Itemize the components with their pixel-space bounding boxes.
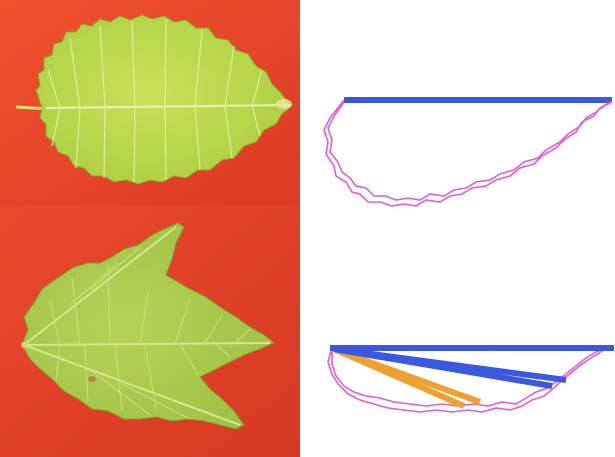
bottom-leaf-outline-diagram — [300, 228, 615, 457]
leaf-half-outline — [324, 100, 612, 206]
lobed-leaf-image — [0, 205, 300, 457]
top-leaf-outline-diagram — [300, 0, 615, 228]
top-leaf-photo — [0, 0, 300, 205]
bottom-leaf-photo — [0, 205, 300, 457]
oval-serrated-leaf-image — [0, 0, 300, 205]
outline-diagram-top — [300, 0, 615, 228]
outline-diagram-bottom — [300, 228, 615, 457]
